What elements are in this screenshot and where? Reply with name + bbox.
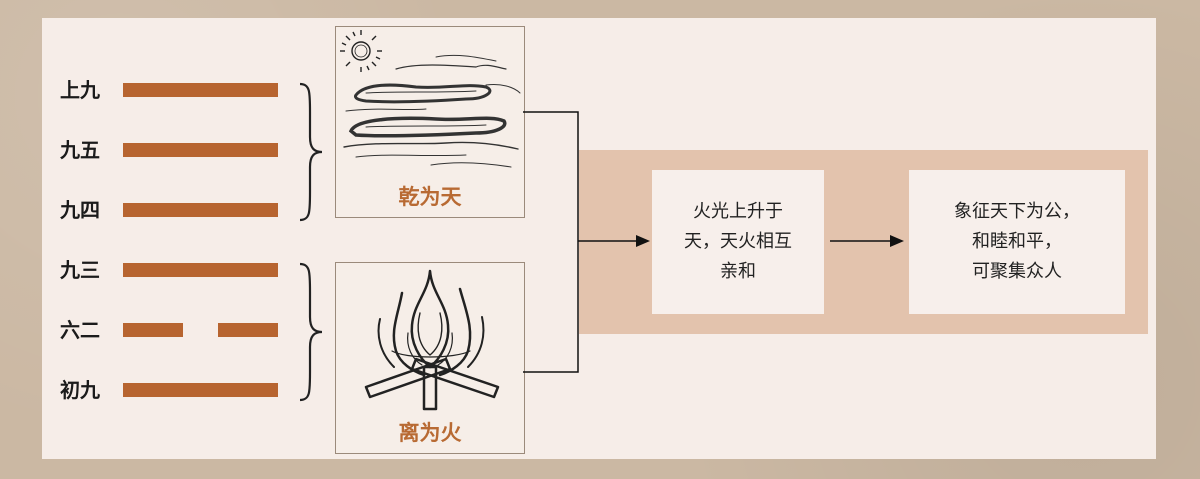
interpretation-line-1: 火光上升于 [693,201,783,222]
yao-line-solid [123,263,278,277]
yao-line-solid [123,143,278,157]
upper-trigram-card: 乾为天 [335,26,525,218]
line-label-fifth: 九五 [60,138,100,162]
yao-line-broken-left [123,323,183,337]
symbolism-line-3: 可聚集众人 [972,261,1062,282]
line-label-first: 初九 [60,378,100,402]
line-label-top: 上九 [60,78,100,102]
lower-trigram-caption: 离为火 [398,421,462,445]
symbolism-line-2: 和睦和平， [972,231,1062,252]
yao-line-solid [123,383,278,397]
line-label-fourth: 九四 [60,198,100,222]
lower-trigram-card: 离为火 [335,262,525,454]
fire-icon [364,269,500,411]
sun-clouds-icon [340,30,521,168]
interpretation-line-2: 天，天火相互 [684,231,792,252]
symbolism-line-1: 象征天下为公， [954,201,1080,222]
yao-line-solid [123,83,278,97]
yao-line-broken-right [218,323,278,337]
upper-trigram-caption: 乾为天 [398,185,462,209]
interpretation-box: 火光上升于 天，天火相互 亲和 [652,170,824,314]
upper-brace-icon [299,82,323,222]
interpretation-line-3: 亲和 [720,261,756,282]
line-label-third: 九三 [60,258,100,282]
line-label-second: 六二 [60,318,100,342]
yao-line-solid [123,203,278,217]
lower-brace-icon [299,262,323,402]
symbolism-box: 象征天下为公， 和睦和平， 可聚集众人 [909,170,1125,314]
